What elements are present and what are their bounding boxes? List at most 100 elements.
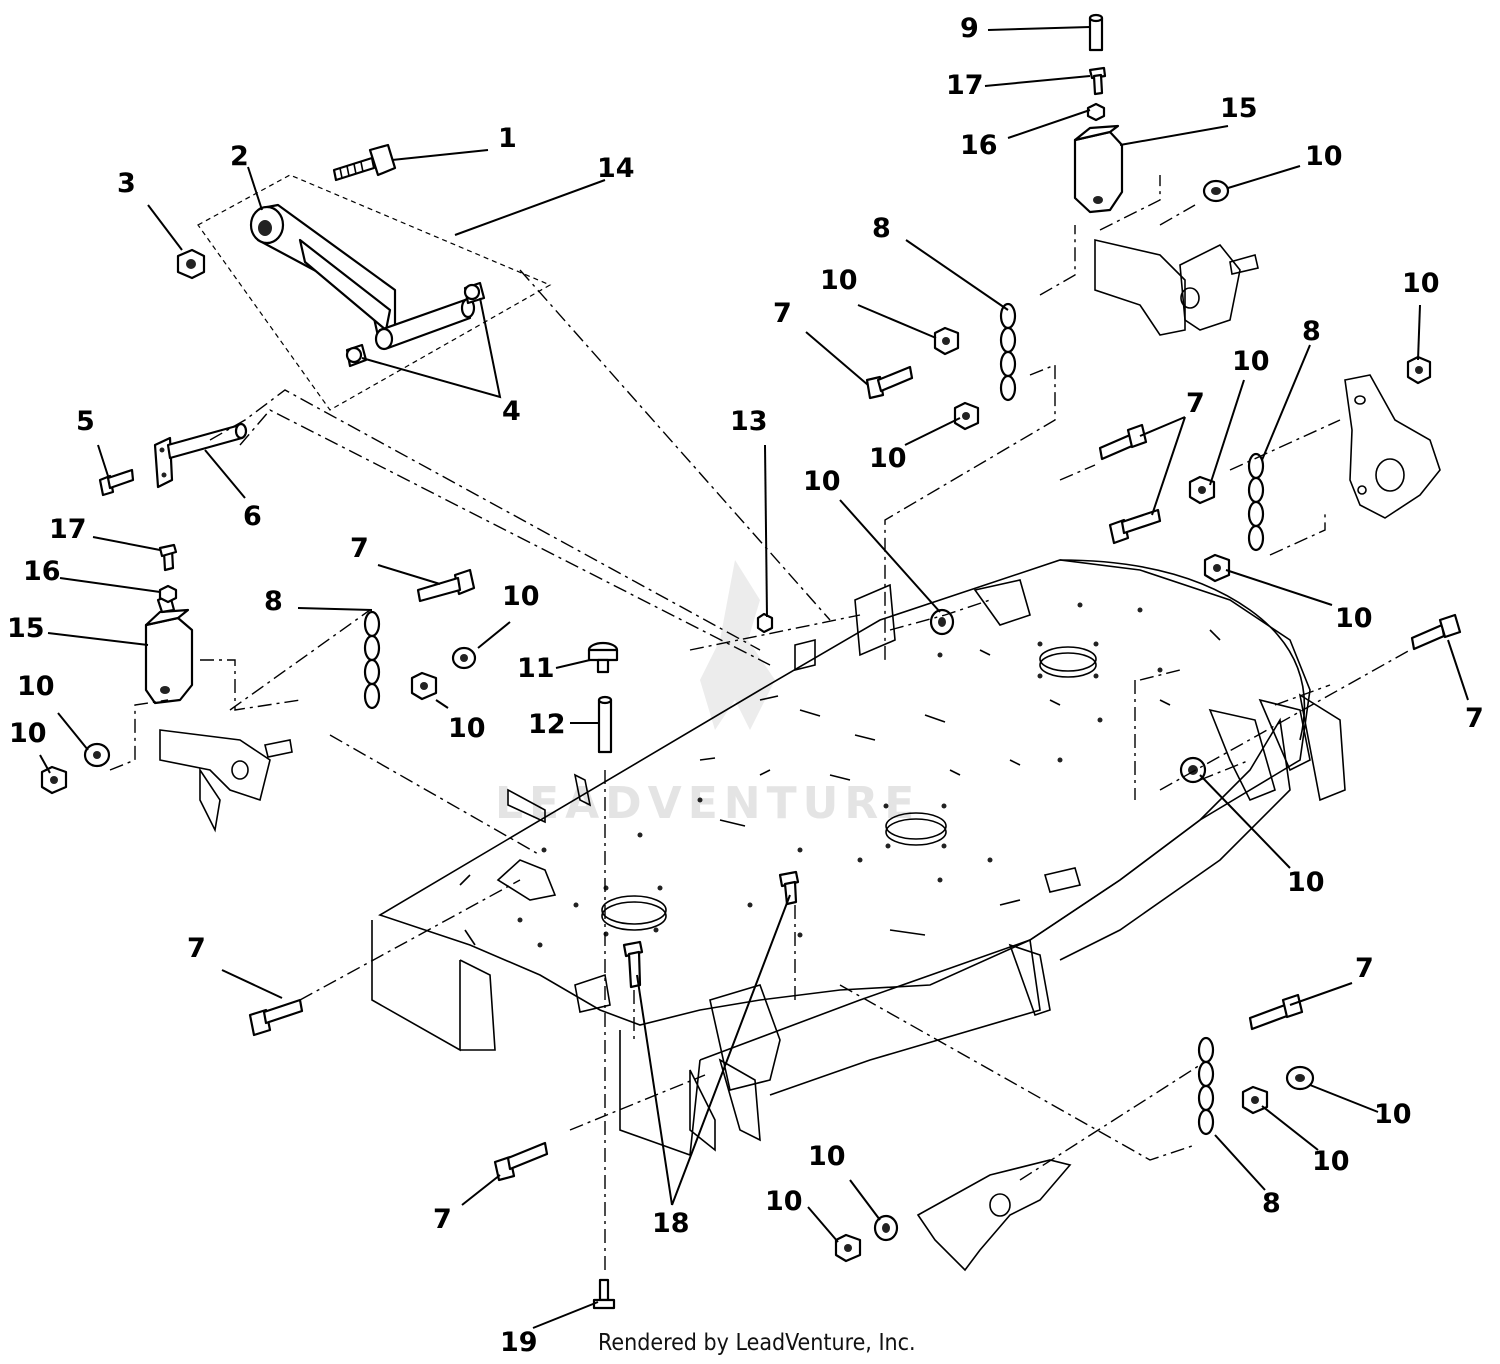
bolt-7-right-upper-b [1108, 508, 1162, 545]
part-1-bolt [332, 143, 397, 182]
washer-10-c [1202, 179, 1230, 203]
left-gauge-wheel-bracket-15 [144, 593, 194, 705]
callout-9: 9 [960, 13, 979, 44]
render-credit: Rendered by LeadVenture, Inc. [598, 1330, 916, 1356]
callout-7-f: 7 [1355, 953, 1374, 984]
callout-10-f: 10 [803, 466, 841, 497]
part-19-screw [592, 1278, 616, 1310]
nut-10-k [40, 765, 68, 795]
part-12-spacer [597, 695, 613, 754]
washer-10-g [929, 608, 955, 636]
right-nut-16 [1086, 102, 1106, 122]
bolt-7-right-upper-a [1098, 423, 1148, 461]
callout-13: 13 [730, 406, 768, 437]
bolt-7-front-left [248, 998, 304, 1037]
nut-10-b [953, 401, 980, 431]
callout-10-c: 10 [1402, 268, 1440, 299]
callout-7-g: 7 [433, 1204, 452, 1235]
left-chain-8 [363, 610, 381, 710]
bolt-7-front-right [1248, 993, 1304, 1031]
callout-4: 4 [502, 396, 521, 427]
callout-7-c: 7 [1186, 388, 1205, 419]
callout-10-d: 10 [1232, 346, 1270, 377]
washer-10-j [83, 742, 111, 768]
callout-15-b: 15 [7, 613, 45, 644]
callout-14: 14 [597, 153, 635, 184]
nut-10-a [933, 326, 960, 356]
callout-12: 12 [528, 709, 566, 740]
part-4-bushings [345, 281, 486, 368]
leader-lines [39, 26, 1469, 1329]
right-mid-hanger-bracket [1344, 374, 1441, 519]
part-5-screw [98, 468, 135, 497]
part-18-screw-b [622, 940, 644, 989]
callout-18: 18 [652, 1208, 690, 1239]
callout-15-a: 15 [1220, 93, 1258, 124]
callout-19: 19 [500, 1327, 538, 1358]
callout-10-l: 10 [1287, 867, 1325, 898]
washer-10-h [451, 646, 477, 670]
callout-7-b: 7 [350, 533, 369, 564]
right-gauge-wheel-bracket-15 [1073, 124, 1124, 214]
callout-17-b: 17 [49, 514, 87, 545]
callout-10-a: 10 [1305, 141, 1343, 172]
callout-7-e: 7 [187, 933, 206, 964]
part-6-pin [153, 422, 248, 489]
nut-10-d [1406, 355, 1432, 385]
nut-10-f [1203, 553, 1231, 583]
callout-16-b: 16 [23, 556, 61, 587]
left-hanger-bracket [159, 729, 293, 833]
callout-10-h: 10 [1335, 603, 1373, 634]
left-screw-17 [158, 543, 178, 572]
callout-10-p: 10 [765, 1186, 803, 1217]
callout-5: 5 [76, 406, 95, 437]
callout-3: 3 [117, 168, 136, 199]
callout-10-k: 10 [9, 718, 47, 749]
callout-11: 11 [517, 653, 555, 684]
nut-10-e [1188, 475, 1216, 505]
nut-10-i [410, 671, 438, 701]
callout-7-a: 7 [773, 298, 792, 329]
callout-8-c: 8 [264, 586, 283, 617]
bolt-7-left-mid [416, 568, 476, 603]
right-top-hanger-bracket [1094, 238, 1259, 336]
callout-10-e: 10 [869, 443, 907, 474]
callout-10-i: 10 [17, 671, 55, 702]
washer-10-m [1285, 1065, 1315, 1091]
callout-10-b: 10 [820, 265, 858, 296]
watermark-logo: LEADVENTURE [495, 560, 920, 829]
callout-8-a: 8 [872, 213, 891, 244]
left-nut-16 [158, 584, 178, 604]
callout-8-b: 8 [1302, 316, 1321, 347]
assembly-lines [109, 175, 1411, 1275]
front-chain-8 [1197, 1036, 1215, 1136]
nut-10-p [834, 1233, 862, 1263]
front-hanger-bracket [916, 1159, 1072, 1272]
callout-10-j: 10 [448, 713, 486, 744]
part-2-lift-arm [249, 203, 476, 351]
washer-10-l [1179, 756, 1207, 784]
callout-17-a: 17 [946, 70, 984, 101]
part-13-nut [756, 612, 774, 634]
callout-6: 6 [243, 501, 262, 532]
right-screw-17 [1088, 66, 1107, 96]
watermark-text: LEADVENTURE [495, 778, 920, 829]
callout-2: 2 [230, 141, 249, 172]
washer-10-o [873, 1214, 899, 1242]
part-9-pin [1088, 13, 1104, 52]
callout-8-d: 8 [1262, 1188, 1281, 1219]
callout-10-g: 10 [502, 581, 540, 612]
bolt-7-far-right [1410, 613, 1462, 651]
part-3-nut [176, 248, 206, 280]
callout-7-d: 7 [1465, 703, 1484, 734]
callout-10-n: 10 [808, 1141, 846, 1172]
right-mid-chain-8 [1247, 452, 1265, 552]
right-top-chain-8 [999, 302, 1017, 402]
callout-16-a: 16 [960, 130, 998, 161]
bolt-7-upper-mid [865, 365, 914, 400]
bolt-7-front-bottom [493, 1141, 549, 1182]
part-11-knob [587, 641, 619, 674]
callout-10-m: 10 [1374, 1099, 1412, 1130]
mower-deck [371, 559, 1346, 1157]
